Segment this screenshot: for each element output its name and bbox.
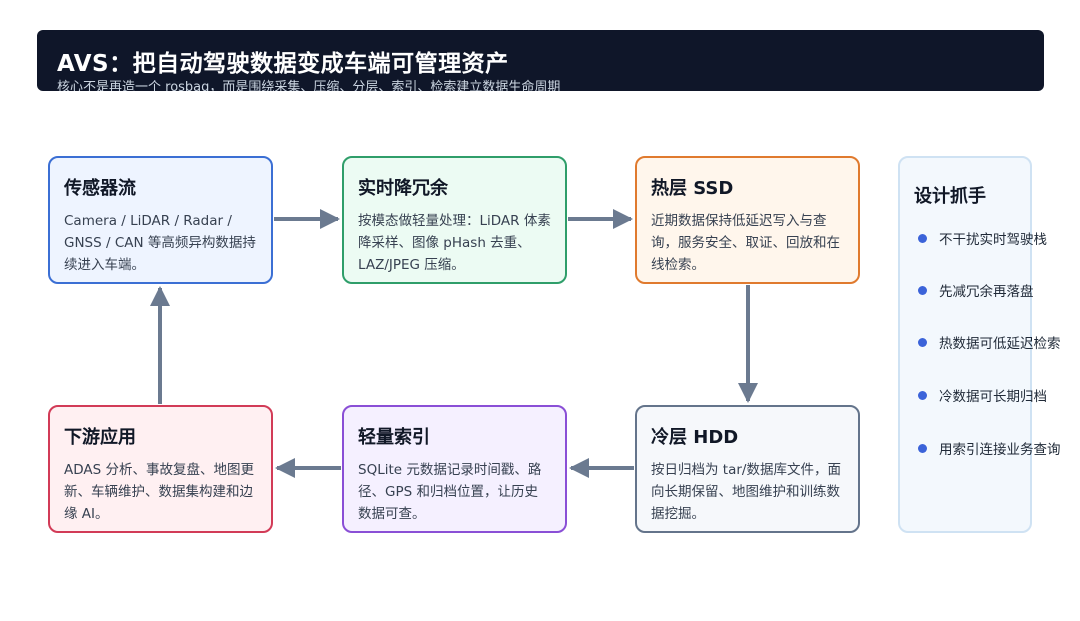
page-title: AVS：把自动驾驶数据变成车端可管理资产 [57, 51, 509, 77]
page-subtitle: 核心不是再造一个 rosbag，而是围绕采集、压缩、分层、索引、检索建立数据生命… [57, 80, 561, 91]
list-item-label: 用索引连接业务查询 [939, 442, 1061, 458]
card-description: SQLite 元数据记录时间戳、路径、GPS 和归档位置，让历史数据可查。 [358, 462, 542, 522]
bullet-dot-icon [918, 338, 927, 347]
card-cold-tier-hdd: 冷层 HDD 按日归档为 tar/数据库文件，面向长期保留、地图维护和训练数据挖… [635, 405, 860, 533]
list-item-label: 先减冗余再落盘 [939, 284, 1034, 300]
list-item: 热数据可低延迟检索 [918, 332, 1080, 352]
title-banner: AVS：把自动驾驶数据变成车端可管理资产 核心不是再造一个 rosbag，而是围… [37, 30, 1044, 91]
card-description: 按模态做轻量处理：LiDAR 体素降采样、图像 pHash 去重、LAZ/JPE… [358, 213, 551, 273]
card-description: 近期数据保持低延迟写入与查询，服务安全、取证、回放和在线检索。 [651, 213, 840, 273]
design-levers-panel: 设计抓手 不干扰实时驾驶栈 先减冗余再落盘 热数据可低延迟检索 冷数据可长期归档… [898, 156, 1061, 533]
list-item-label: 冷数据可长期归档 [939, 389, 1047, 405]
list-item: 冷数据可长期归档 [918, 385, 1080, 405]
list-item: 先减冗余再落盘 [918, 280, 1080, 300]
list-item-label: 不干扰实时驾驶栈 [939, 232, 1047, 248]
card-lightweight-index: 轻量索引 SQLite 元数据记录时间戳、路径、GPS 和归档位置，让历史数据可… [342, 405, 567, 533]
bullet-dot-icon [918, 286, 927, 295]
card-hot-tier-ssd: 热层 SSD 近期数据保持低延迟写入与查询，服务安全、取证、回放和在线检索。 [635, 156, 860, 284]
panel-title: 设计抓手 [914, 186, 986, 207]
card-title: 下游应用 [64, 427, 136, 448]
card-title: 轻量索引 [358, 427, 430, 448]
list-item: 用索引连接业务查询 [918, 438, 1080, 458]
bullet-dot-icon [918, 444, 927, 453]
card-description: ADAS 分析、事故复盘、地图更新、车辆维护、数据集构建和边缘 AI。 [64, 462, 254, 522]
list-item: 不干扰实时驾驶栈 [918, 228, 1080, 248]
card-title: 热层 SSD [651, 178, 734, 199]
card-description: 按日归档为 tar/数据库文件，面向长期保留、地图维护和训练数据挖掘。 [651, 462, 841, 522]
card-sensor-stream: 传感器流 Camera / LiDAR / Radar / GNSS / CAN… [48, 156, 273, 284]
card-realtime-dedup: 实时降冗余 按模态做轻量处理：LiDAR 体素降采样、图像 pHash 去重、L… [342, 156, 567, 284]
card-title: 实时降冗余 [358, 178, 448, 199]
bullet-dot-icon [918, 234, 927, 243]
bullet-dot-icon [918, 391, 927, 400]
card-description: Camera / LiDAR / Radar / GNSS / CAN 等高频异… [64, 213, 256, 273]
card-downstream-apps: 下游应用 ADAS 分析、事故复盘、地图更新、车辆维护、数据集构建和边缘 AI。 [48, 405, 273, 533]
card-title: 传感器流 [64, 178, 136, 199]
list-item-label: 热数据可低延迟检索 [939, 336, 1061, 352]
card-title: 冷层 HDD [651, 427, 739, 448]
